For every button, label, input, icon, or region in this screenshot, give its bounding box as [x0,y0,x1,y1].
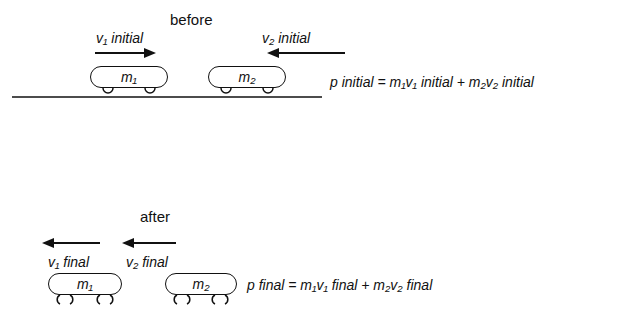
arrow-head [42,238,54,248]
velocity-arrow [52,242,100,244]
cart-body: m₁ [48,273,122,295]
mass-label: m₂ [192,276,209,292]
cart-body: m₂ [165,273,237,295]
cart-body: m₂ [208,66,286,88]
velocity-label: v₂ initial [262,30,310,46]
mass-label: m₁ [121,69,137,85]
velocity-label: v₁ final [48,254,89,270]
momentum-equation: p final = m₁v₁ final + m₂v₂ final [247,277,432,293]
arrow-head [267,48,279,58]
ground-line [12,96,322,98]
cart-body: m₁ [90,66,168,88]
mass-label: m₁ [77,276,93,292]
velocity-label: v₂ final [126,254,168,270]
cart-wheels [221,88,273,93]
mass-label: m₂ [238,69,255,85]
velocity-arrow [277,52,345,54]
cart-wheels [57,295,113,304]
cart-wheels [103,88,155,93]
velocity-arrow [95,52,146,54]
stage-heading: before [170,12,213,28]
velocity-label: v₁ initial [96,30,143,46]
momentum-equation: p initial = m₁v₁ initial + m₂v₂ initial [330,74,534,90]
cart-wheels [174,295,228,304]
arrow-head [144,48,156,58]
stage-heading: after [140,209,170,225]
velocity-arrow [132,242,176,244]
arrow-head [122,238,134,248]
